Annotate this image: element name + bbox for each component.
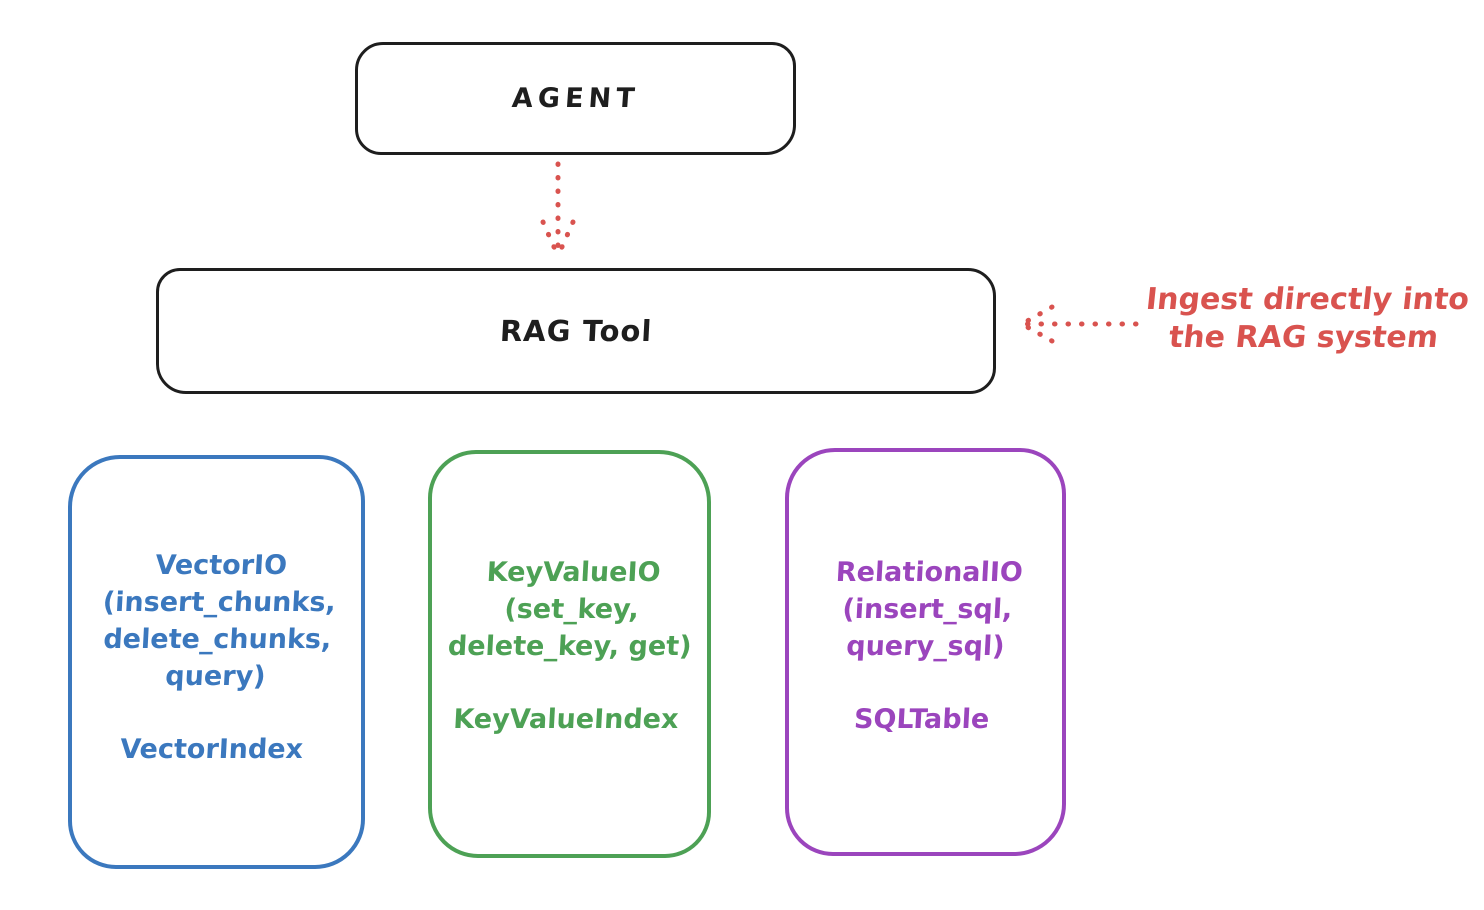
annotation-line-2: the RAG system (1167, 320, 1440, 355)
dotted-arrow-down-icon (540, 161, 576, 259)
rag-tool-box: RAG Tool (156, 268, 996, 394)
io-box-relational: RelationalIO (insert_sql, query_sql) SQL… (785, 448, 1066, 856)
dotted-arrow-left-icon (1019, 304, 1139, 344)
io-index-label: VectorIndex (119, 734, 304, 765)
io-box-title: RelationalIO (835, 557, 1024, 588)
agent-label: AGENT (510, 83, 641, 114)
io-box-title: KeyValueIO (485, 557, 662, 588)
io-box-title: VectorIO (154, 550, 288, 581)
ingest-annotation: Ingest directly into the RAG system (1129, 281, 1482, 357)
annotation-line-1: Ingest directly into (1144, 282, 1471, 317)
io-index-label: KeyValueIndex (452, 704, 680, 735)
agent-box: AGENT (355, 42, 796, 155)
rag-tool-label: RAG Tool (498, 314, 654, 348)
io-method-line: query_sql) (845, 631, 1006, 662)
io-method-line: (insert_chunks, (102, 587, 337, 618)
io-box-vector: VectorIO (insert_chunks, delete_chunks, … (68, 455, 365, 869)
io-box-keyvalue: KeyValueIO (set_key, delete_key, get) Ke… (428, 450, 711, 858)
io-method-line: (insert_sql, (841, 594, 1014, 625)
io-method-line: query) (164, 661, 267, 692)
io-method-line: delete_key, get) (446, 631, 693, 662)
io-method-line: (set_key, (503, 594, 640, 625)
io-index-label: SQLTable (853, 704, 991, 735)
io-method-line: delete_chunks, (102, 624, 333, 655)
